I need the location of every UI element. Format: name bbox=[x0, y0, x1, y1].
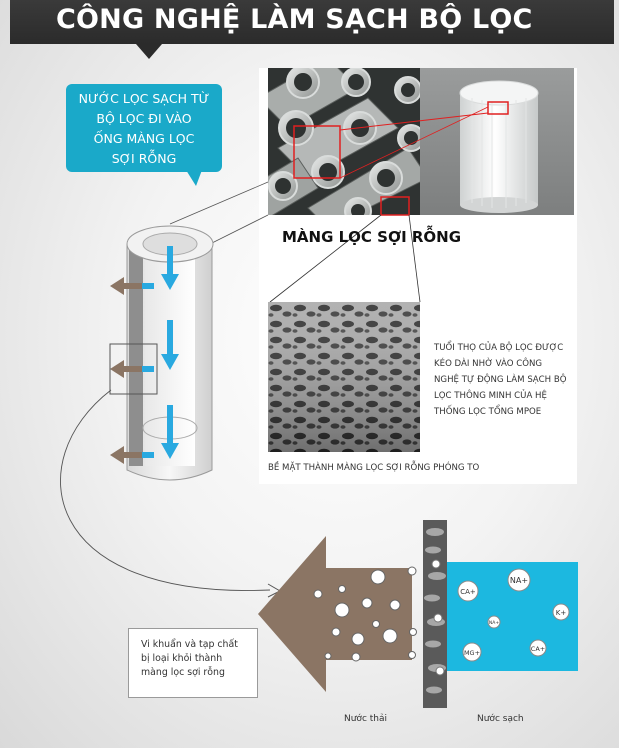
description-line: KÉO DÀI NHỜ VÀO CÔNG bbox=[434, 359, 543, 369]
ion-particles bbox=[457, 568, 570, 662]
note-line: Vi khuẩn và tạp chất bbox=[141, 639, 238, 650]
callout-line: ỐNG MÀNG LỌC bbox=[93, 131, 195, 146]
bacteria-removed-note: Vi khuẩn và tạp chất bị loại khỏi thành … bbox=[128, 628, 258, 698]
header-bar: CÔNG NGHỆ LÀM SẠCH BỘ LỌC bbox=[10, 0, 614, 44]
membrane-strip bbox=[423, 520, 447, 708]
description-line: THỐNG LỌC TỔNG MPOE bbox=[434, 407, 542, 417]
filter-life-description: TUỔI THỌ CỦA BỘ LỌC ĐƯỢC KÉO DÀI NHỜ VÀO… bbox=[434, 340, 574, 420]
ion-label: CA+ bbox=[460, 588, 476, 596]
note-line: bị loại khỏi thành bbox=[141, 653, 223, 664]
waste-water-arrow bbox=[258, 536, 412, 692]
page-title: CÔNG NGHỆ LÀM SẠCH BỘ LỌC bbox=[56, 4, 533, 35]
clean-water-label: Nước sạch bbox=[477, 714, 524, 724]
header-notch bbox=[136, 44, 162, 59]
ion-label: NA+ bbox=[510, 576, 528, 585]
zoom-curve bbox=[60, 389, 271, 591]
flow-arrows bbox=[161, 246, 179, 459]
membrane-surface-image bbox=[268, 302, 420, 452]
callout-tail bbox=[186, 170, 202, 186]
ion-label: CA+ bbox=[531, 645, 545, 653]
waste-water-label: Nước thải bbox=[344, 714, 388, 724]
ion-label: MG+ bbox=[464, 649, 480, 657]
description-line: TUỔI THỌ CỦA BỘ LỌC ĐƯỢC bbox=[434, 343, 564, 353]
impurity-particles bbox=[313, 566, 417, 662]
membrane-caption: BỀ MẶT THÀNH MÀNG LỌC SỢI RỖNG PHÓNG TO bbox=[268, 463, 480, 473]
zoom-box bbox=[109, 343, 158, 395]
hollow-fiber-closeup-image bbox=[268, 68, 420, 215]
callout-line: SỢI RỖNG bbox=[111, 151, 177, 166]
callout-line: BỘ LỌC ĐI VÀO bbox=[96, 111, 192, 126]
filter-cartridge-image bbox=[420, 68, 574, 215]
description-line: NGHỆ TỰ ĐỘNG LÀM SẠCH BỘ bbox=[434, 375, 567, 385]
description-line: LỌC THÔNG MINH CỦA HỆ bbox=[434, 391, 547, 401]
ion-label: K+ bbox=[556, 609, 567, 617]
callout-line: NƯỚC LỌC SẠCH TỪ bbox=[78, 91, 210, 106]
waste-outflow-arrows bbox=[110, 277, 152, 464]
hollow-fiber-label: MÀNG LỌC SỢI RỖNG bbox=[282, 228, 462, 246]
ion-label: NA+ bbox=[489, 620, 499, 626]
note-line: màng lọc sợi rỗng bbox=[141, 667, 225, 678]
callout-box: NƯỚC LỌC SẠCH TỪ BỘ LỌC ĐI VÀO ỐNG MÀNG … bbox=[66, 84, 222, 172]
